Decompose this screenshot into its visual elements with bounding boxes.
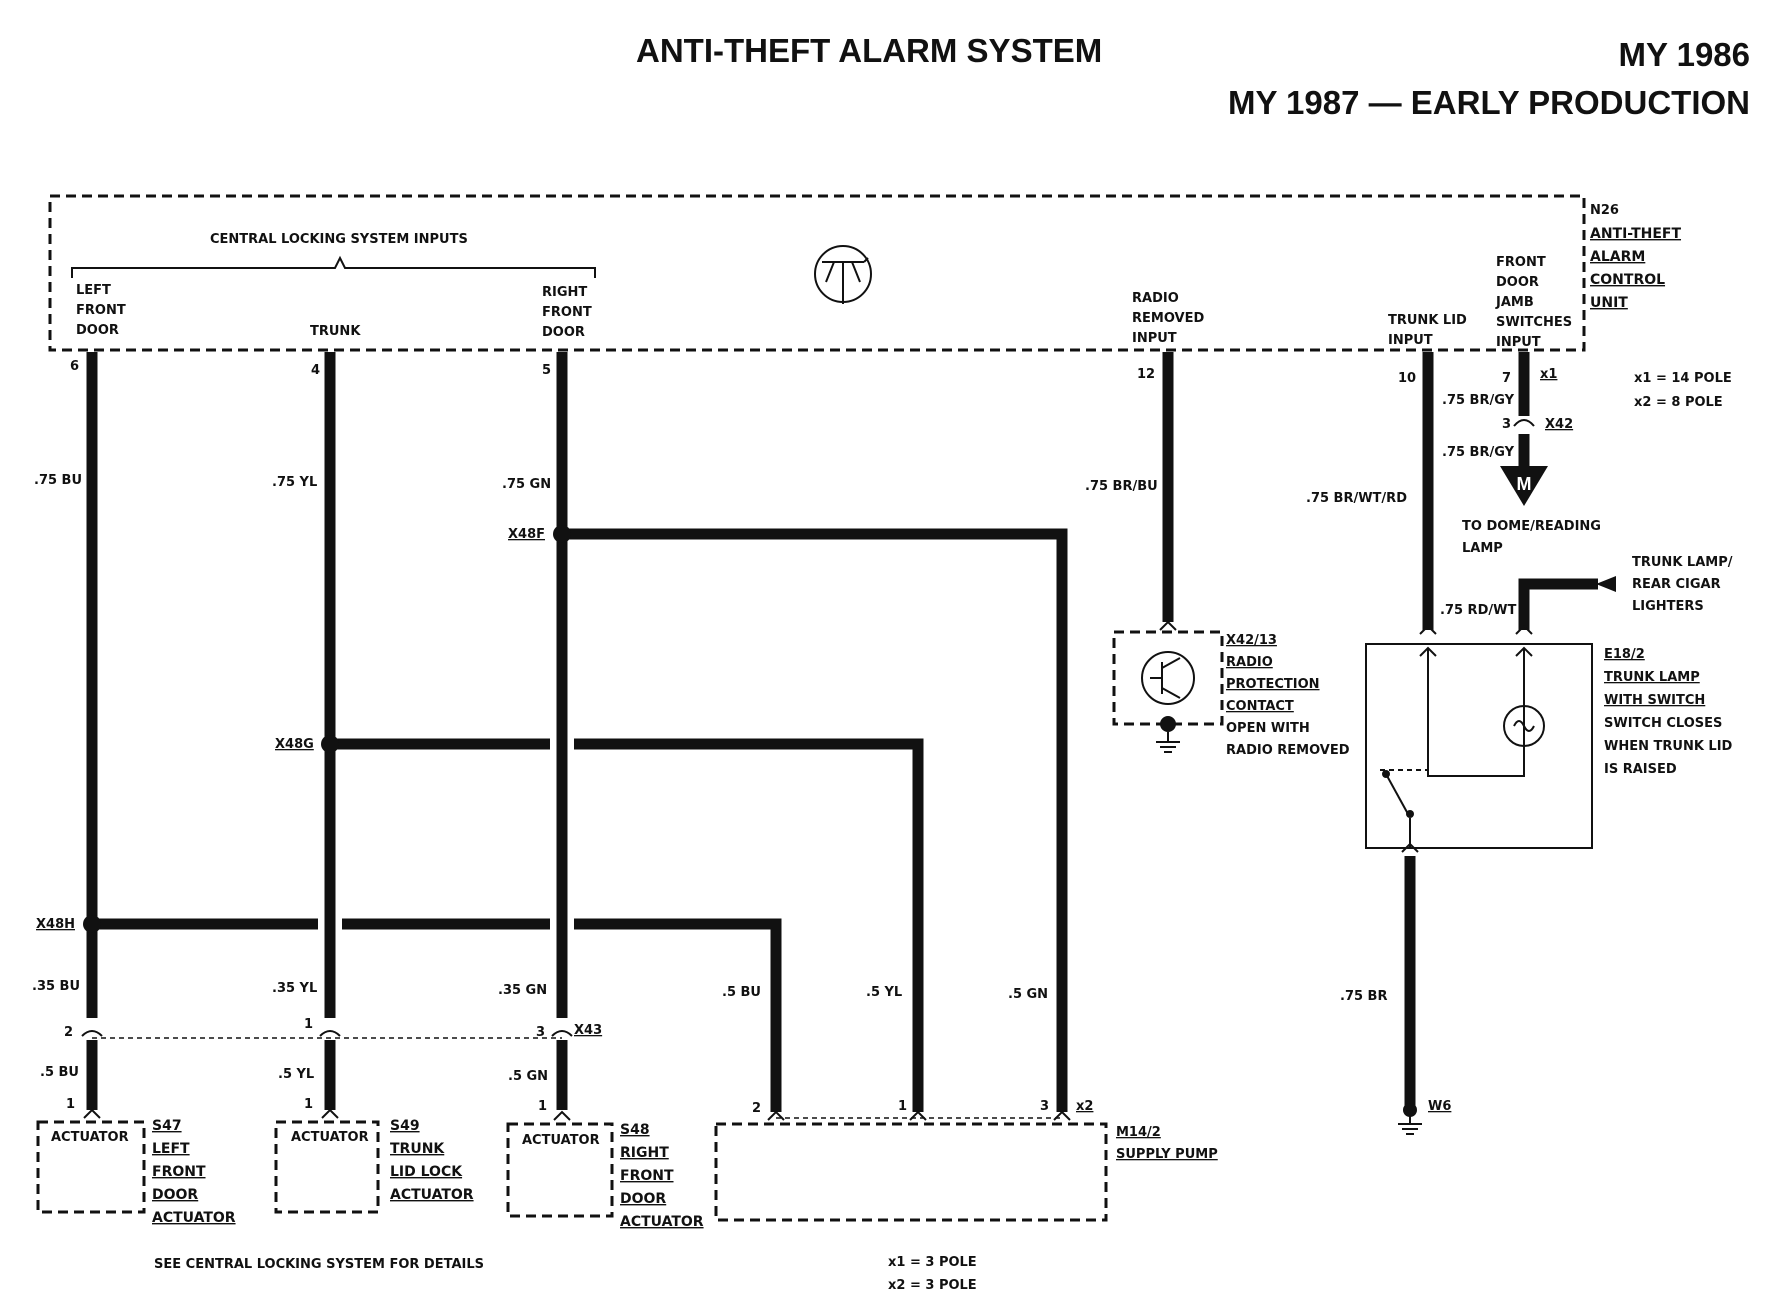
trunk-lamp-box: [1365, 643, 1593, 849]
s48-pin: 1: [538, 1099, 547, 1114]
x43-pin-3: 3: [536, 1025, 545, 1040]
wire-rd-wt-75: .75 RD/WT: [1440, 603, 1516, 618]
x42-pin: 3: [1502, 417, 1511, 432]
wire-br-75: .75 BR: [1340, 989, 1387, 1004]
s49-pin: 1: [304, 1097, 313, 1112]
control-unit-code: N26: [1590, 203, 1619, 218]
wire-x48f-branch: [562, 528, 1068, 1112]
x1-label: x1: [1540, 367, 1557, 382]
actuator-s49-label: ACTUATOR: [291, 1130, 369, 1145]
x48g-label: X48G: [275, 737, 314, 752]
splice-x48h: [83, 915, 101, 933]
pump-pin-2: 2: [752, 1101, 761, 1116]
x43-label: X43: [574, 1023, 602, 1038]
pin-6: 6: [70, 359, 79, 374]
pump-pin-3: 3: [1040, 1099, 1049, 1114]
x48f-label: X48F: [508, 527, 545, 542]
wire-gn-35: .35 GN: [498, 983, 547, 998]
wire-gn-5b: .5 GN: [1008, 987, 1048, 1002]
radio-contact-transistor-icon: [1141, 651, 1195, 705]
wire-rd-wt: [1518, 578, 1598, 630]
wire-yl-5b: .5 YL: [866, 985, 902, 1000]
ground-icon: [1398, 1116, 1422, 1135]
diagram-title: ANTI-THEFT ALARM SYSTEM: [636, 32, 1102, 69]
x48h-label: X48H: [36, 917, 75, 932]
wire-x48h-branch: [92, 918, 782, 1112]
lamp-icon: [1503, 705, 1545, 747]
supply-pump-box: [714, 1122, 1108, 1222]
pin-4: 4: [311, 363, 320, 378]
wire-yl-75: .75 YL: [272, 475, 317, 490]
actuator-s48-label: ACTUATOR: [522, 1133, 600, 1148]
pump-pin-1: 1: [898, 1099, 907, 1114]
diagram-subtitle: MY 1987 — EARLY PRODUCTION: [1228, 84, 1750, 121]
actuator-s48-box: [506, 1122, 614, 1218]
pin-10: 10: [1398, 371, 1416, 386]
ground-w6-label: W6: [1428, 1099, 1451, 1114]
control-unit-box: [48, 194, 1586, 352]
wire-bu-5a: .5 BU: [40, 1065, 79, 1080]
pin-7: 7: [1502, 371, 1511, 386]
wire-gn-5a: .5 GN: [508, 1069, 548, 1084]
wire-br-gy-75-b: .75 BR/GY: [1442, 445, 1515, 460]
s47-pin: 1: [66, 1097, 75, 1112]
transistor-icon: [814, 245, 872, 304]
inputs-header: CENTRAL LOCKING SYSTEM INPUTS: [210, 232, 468, 247]
wire-x48g-branch: [330, 738, 924, 1112]
see-note: SEE CENTRAL LOCKING SYSTEM FOR DETAILS: [154, 1257, 484, 1272]
trunk-input: TRUNK: [310, 324, 361, 339]
motor-m-label: M: [1517, 474, 1532, 494]
wire-br-wt-rd-75: .75 BR/WT/RD: [1306, 491, 1407, 506]
wire-yl-35: .35 YL: [272, 981, 317, 996]
radio-contact-box: [1112, 630, 1224, 726]
x43-pin-2: 2: [64, 1025, 73, 1040]
pin-5: 5: [542, 363, 551, 378]
wire-yl-5a: .5 YL: [278, 1067, 314, 1082]
x43-pin-1: 1: [304, 1017, 313, 1032]
wire-bu-35: .35 BU: [32, 979, 80, 994]
splice-x48f: [553, 525, 571, 543]
pump-x2-label: x2: [1076, 1099, 1093, 1114]
trunk-switch-icon: [1380, 769, 1428, 848]
x42-label: X42: [1545, 417, 1573, 432]
wire-gn-75: .75 GN: [502, 477, 551, 492]
feed-arrow-icon: [1596, 576, 1616, 592]
splice-x48g: [321, 735, 339, 753]
actuator-s47-label: ACTUATOR: [51, 1130, 129, 1145]
actuator-s47-box: [36, 1120, 146, 1214]
wire-bu-5b: .5 BU: [722, 985, 761, 1000]
motor-m-icon: [1500, 466, 1548, 506]
pin-12: 12: [1137, 367, 1155, 382]
wire-br-bu-75: .75 BR/BU: [1085, 479, 1158, 494]
wire-br-gy-75-a: .75 BR/GY: [1442, 393, 1515, 408]
radio-ground-icon: [1156, 732, 1180, 753]
wire-bu-75: .75 BU: [34, 473, 82, 488]
model-year: MY 1986: [1619, 36, 1750, 73]
actuator-s49-box: [274, 1120, 380, 1214]
